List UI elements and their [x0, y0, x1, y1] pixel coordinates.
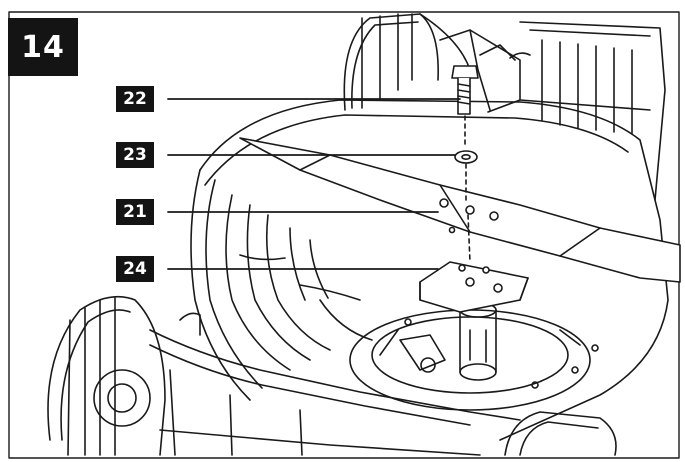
callout-label-bolt: 22: [116, 86, 154, 112]
blade-holes: [439, 198, 499, 234]
upper-housing: [439, 21, 666, 201]
assembly-axis: [464, 115, 471, 263]
callout-label-washer: 23: [116, 142, 154, 168]
leader-lines: [167, 98, 461, 270]
figure-border: [8, 11, 680, 459]
front-chassis: [149, 312, 521, 456]
blade-bolt: [451, 65, 479, 115]
mower-deck: [190, 99, 669, 441]
front-wheel: [47, 295, 166, 456]
washer: [454, 150, 478, 164]
callout-label-blade: 21: [116, 199, 154, 225]
blade: [239, 137, 681, 283]
step-number-badge: 14: [8, 18, 78, 76]
blade-adapter: [419, 261, 529, 313]
front-right-wheel: [504, 411, 617, 456]
motor-mount: [349, 302, 599, 411]
rear-wheel: [343, 13, 471, 111]
callout-label-adapter: 24: [116, 256, 154, 282]
